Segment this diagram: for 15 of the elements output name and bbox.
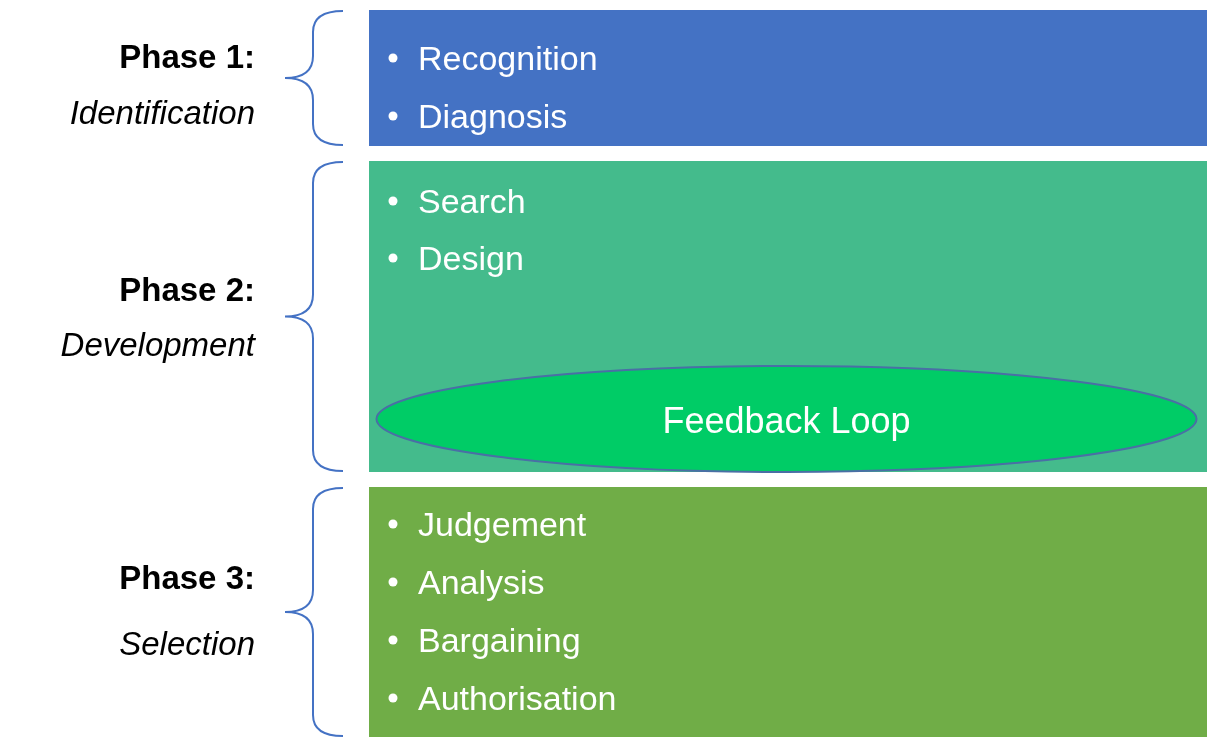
bullet-item: Diagnosis — [418, 97, 568, 135]
phase-heading: Phase 2: — [119, 271, 255, 309]
phase-heading: Phase 1: — [119, 38, 255, 76]
bullet-item: Analysis — [418, 563, 545, 601]
bullet-item: Authorisation — [418, 679, 617, 717]
phase-name: Identification — [69, 94, 255, 132]
phase-heading: Phase 3: — [119, 559, 255, 597]
phase-name: Selection — [119, 625, 255, 663]
ellipse-label: Feedback Loop — [662, 400, 911, 441]
bullet-item: Recognition — [418, 39, 598, 77]
phase-name: Development — [60, 326, 255, 364]
bullet-item: Bargaining — [418, 621, 581, 659]
bullet-item: Design — [418, 239, 524, 277]
bullet-item: Judgement — [418, 505, 587, 543]
bullet-item: Search — [418, 182, 526, 220]
